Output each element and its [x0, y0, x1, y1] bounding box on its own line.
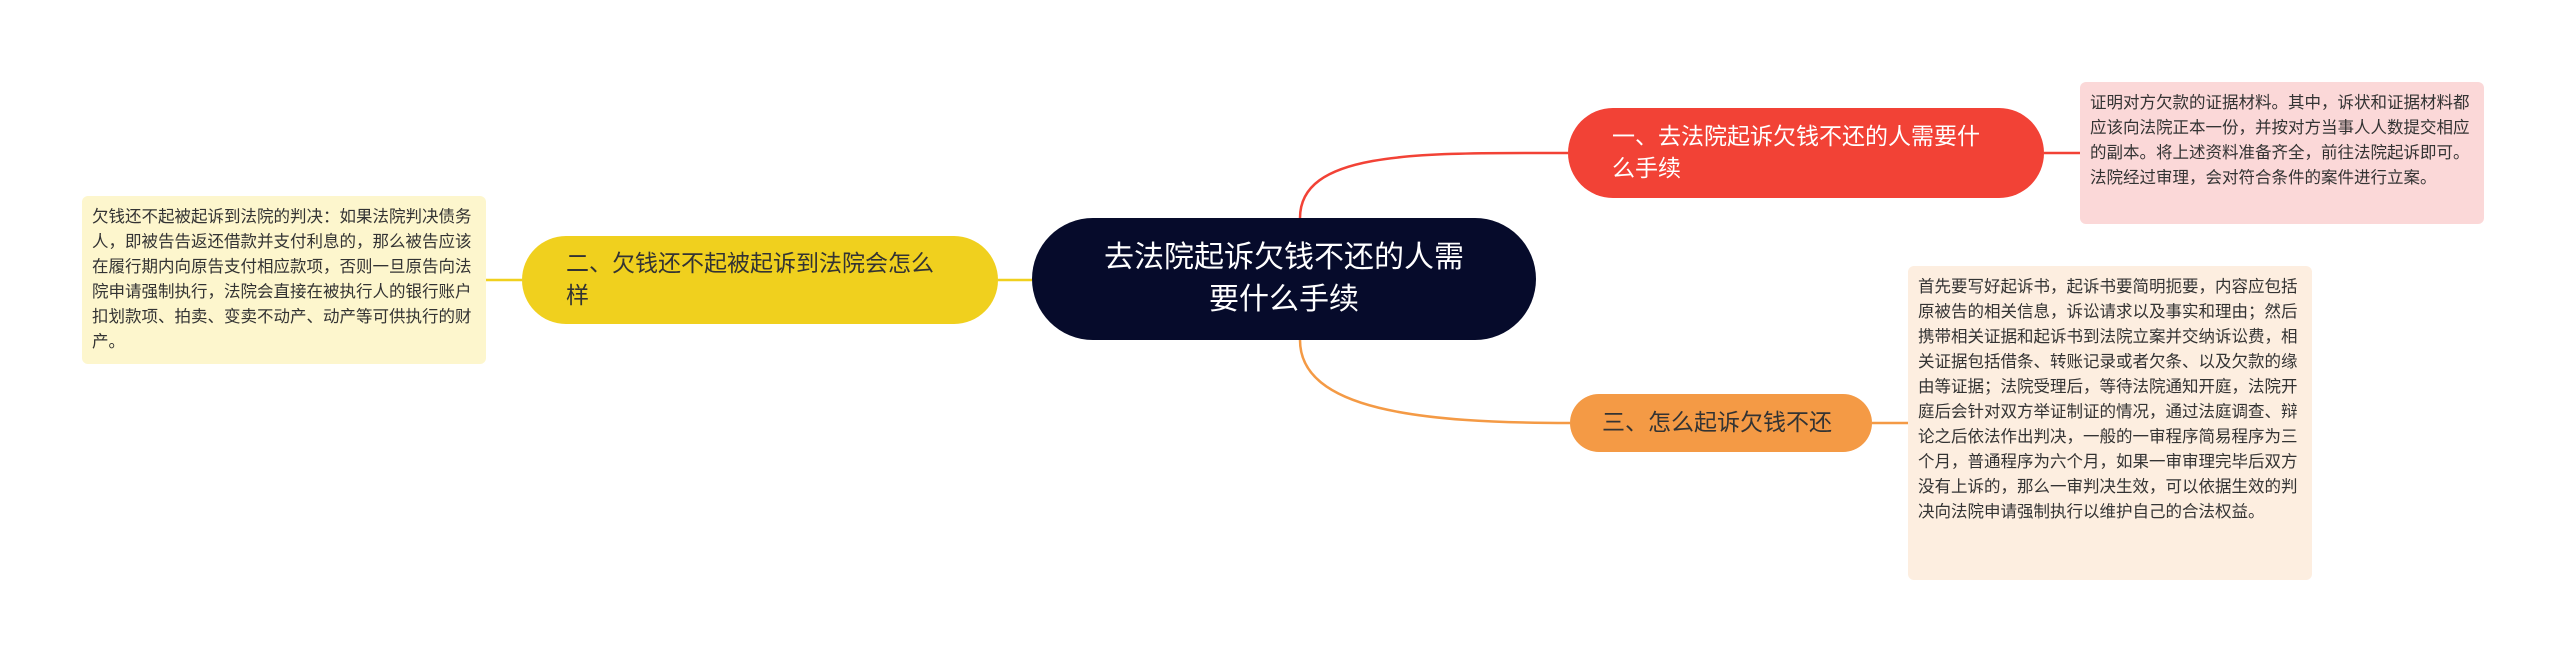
- branch-3-detail-note[interactable]: 首先要写好起诉书，起诉书要简明扼要，内容应包括原被告的相关信息，诉讼请求以及事实…: [1908, 266, 2312, 580]
- branch-topic-2-label: 二、欠钱还不起被起诉到法院会怎么样: [566, 251, 934, 309]
- branch-1-detail-text: 证明对方欠款的证据材料。其中，诉状和证据材料都应该向法院正本一份，并按对方当事人…: [2090, 93, 2470, 187]
- branch-topic-1[interactable]: 一、去法院起诉欠钱不还的人需要什么手续: [1568, 108, 2044, 198]
- root-topic[interactable]: 去法院起诉欠钱不还的人需要什么手续: [1032, 218, 1536, 340]
- branch-topic-3-label: 三、怎么起诉欠钱不还: [1602, 410, 1832, 436]
- root-topic-label: 去法院起诉欠钱不还的人需要什么手续: [1104, 240, 1464, 317]
- branch-topic-1-label: 一、去法院起诉欠钱不还的人需要什么手续: [1612, 124, 1980, 182]
- branch-2-detail-text: 欠钱还不起被起诉到法院的判决：如果法院判决债务人，即被告告返还借款并支付利息的，…: [92, 207, 472, 351]
- branch-2-detail-note[interactable]: 欠钱还不起被起诉到法院的判决：如果法院判决债务人，即被告告返还借款并支付利息的，…: [82, 196, 486, 364]
- branch-3-detail-text: 首先要写好起诉书，起诉书要简明扼要，内容应包括原被告的相关信息，诉讼请求以及事实…: [1918, 277, 2298, 521]
- branch-topic-3[interactable]: 三、怎么起诉欠钱不还: [1570, 394, 1872, 452]
- branch-1-detail-note[interactable]: 证明对方欠款的证据材料。其中，诉状和证据材料都应该向法院正本一份，并按对方当事人…: [2080, 82, 2484, 224]
- branch-topic-2[interactable]: 二、欠钱还不起被起诉到法院会怎么样: [522, 236, 998, 324]
- connector-root-b3: [1298, 339, 1571, 425]
- connector-root-b1: [1298, 151, 1569, 219]
